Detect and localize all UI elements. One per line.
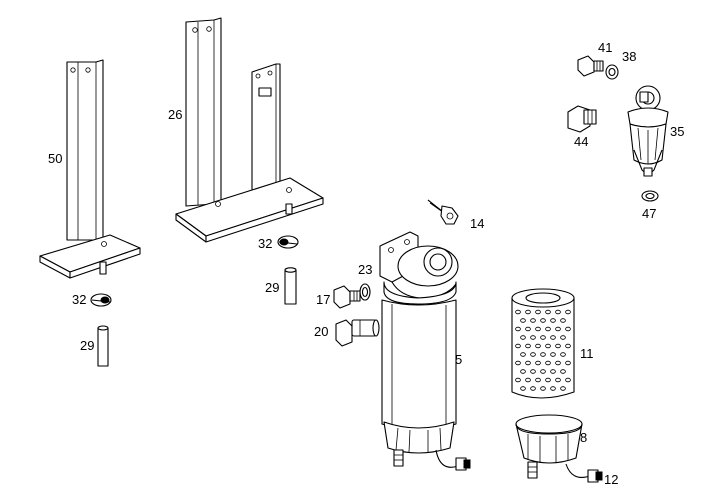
- filter-perforations: [515, 309, 571, 391]
- perforation-hole: [565, 343, 571, 349]
- label-12: 12: [604, 472, 618, 487]
- perforation-hole: [520, 335, 526, 340]
- perforation-hole: [540, 386, 546, 391]
- label-35: 35: [670, 124, 684, 139]
- perforation-hole: [545, 326, 551, 332]
- filter-element-11: [511, 288, 575, 399]
- label-23: 23: [358, 262, 372, 277]
- perforation-hole: [535, 309, 541, 315]
- perforation-hole: [515, 309, 521, 315]
- perforation-hole: [560, 335, 566, 340]
- perforation-hole: [545, 360, 551, 366]
- perforation-hole: [525, 343, 531, 349]
- perforation-hole: [565, 377, 571, 383]
- screw-14: [427, 199, 459, 225]
- perforation-hole: [565, 360, 571, 366]
- perforation-hole: [535, 360, 541, 366]
- perforation-hole: [530, 386, 536, 391]
- perforation-hole: [525, 326, 531, 332]
- perforation-hole: [565, 309, 571, 315]
- label-26: 26: [168, 107, 182, 122]
- perforation-hole: [520, 318, 526, 323]
- perforation-hole: [545, 309, 551, 315]
- perforation-hole: [550, 369, 556, 374]
- perforation-hole: [545, 377, 551, 383]
- perforation-hole: [550, 352, 556, 357]
- perforation-hole: [520, 369, 526, 374]
- perforation-hole: [530, 352, 536, 357]
- washer-38: [605, 64, 619, 80]
- clamp-32-left: [90, 293, 112, 307]
- union-44: [567, 105, 597, 133]
- perforation-hole: [530, 335, 536, 340]
- perforation-hole: [530, 318, 536, 323]
- label-29-right: 29: [265, 280, 279, 295]
- seal-23: [359, 283, 371, 301]
- perforation-hole: [525, 309, 531, 315]
- perforation-hole: [560, 352, 566, 357]
- perforation-hole: [515, 326, 521, 332]
- label-44: 44: [574, 134, 588, 149]
- perforation-hole: [535, 377, 541, 383]
- perforation-hole: [540, 318, 546, 323]
- perforation-hole: [540, 352, 546, 357]
- label-8: 8: [580, 430, 587, 445]
- label-14: 14: [470, 216, 484, 231]
- label-38: 38: [622, 49, 636, 64]
- label-47: 47: [642, 206, 656, 221]
- perforation-hole: [555, 360, 561, 366]
- perforation-hole: [515, 377, 521, 383]
- perforation-hole: [540, 335, 546, 340]
- label-5: 5: [455, 352, 462, 367]
- sleeve-29-left: [97, 325, 109, 367]
- perforation-hole: [555, 326, 561, 332]
- perforation-hole: [560, 386, 566, 391]
- filter-housing-5: [379, 231, 471, 471]
- perforation-hole: [535, 343, 541, 349]
- perforation-hole: [525, 360, 531, 366]
- label-11: 11: [580, 346, 594, 361]
- fitting-41: [577, 55, 604, 77]
- clamp-32-right: [277, 235, 299, 249]
- perforation-hole: [560, 318, 566, 323]
- perforation-hole: [555, 309, 561, 315]
- perforation-hole: [565, 326, 571, 332]
- perforation-hole: [550, 318, 556, 323]
- perforation-hole: [560, 369, 566, 374]
- label-32-left: 32: [72, 292, 86, 307]
- perforation-hole: [515, 360, 521, 366]
- filter-bowl-8: [515, 414, 603, 483]
- separator-35: [627, 85, 669, 177]
- perforation-hole: [535, 326, 541, 332]
- label-20: 20: [314, 324, 328, 339]
- perforation-hole: [555, 343, 561, 349]
- bracket-26: [175, 17, 324, 243]
- perforation-hole: [550, 335, 556, 340]
- perforation-hole: [520, 352, 526, 357]
- washer-47: [641, 190, 659, 202]
- perforation-hole: [555, 377, 561, 383]
- plug-17: [333, 285, 361, 309]
- bolt-20: [335, 319, 380, 347]
- perforation-hole: [525, 377, 531, 383]
- label-32-right: 32: [258, 236, 272, 251]
- perforation-hole: [545, 343, 551, 349]
- perforation-hole: [530, 369, 536, 374]
- perforation-hole: [520, 386, 526, 391]
- bracket-50: [39, 59, 141, 279]
- sleeve-29-right: [284, 267, 297, 305]
- label-17: 17: [316, 292, 330, 307]
- label-50: 50: [48, 151, 62, 166]
- perforation-hole: [550, 386, 556, 391]
- perforation-hole: [540, 369, 546, 374]
- label-29-left: 29: [80, 338, 94, 353]
- label-41: 41: [598, 40, 612, 55]
- perforation-hole: [515, 343, 521, 349]
